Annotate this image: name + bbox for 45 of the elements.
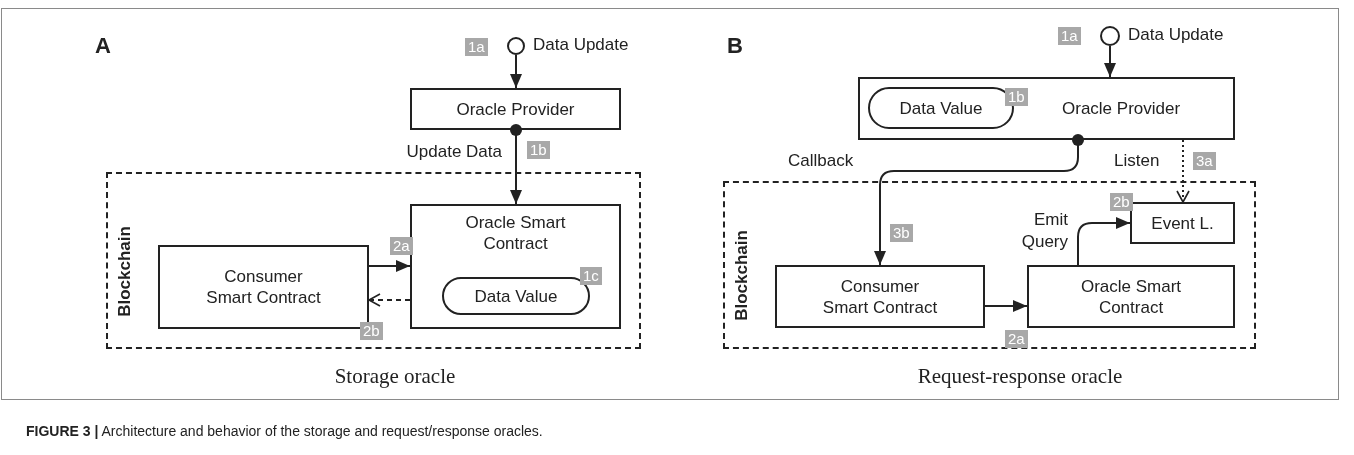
arrow [368,260,411,272]
dashed-arrow [368,293,411,307]
boundary-label: Blockchain [114,225,135,317]
node-label: Event L. [1150,212,1215,234]
arrow [510,54,522,89]
arrow [1077,217,1131,266]
process-box [775,265,985,328]
dashed-arrow [1176,139,1190,203]
process-box [1027,265,1235,328]
step-number: 2b [1110,193,1133,211]
process-box [1130,202,1235,244]
step-number: 2b [360,322,383,340]
figure-caption: FIGURE 3 | Architecture and behavior of the storage and request/response oracles. [26,423,543,439]
arrow [984,300,1028,312]
panel-letter: A [95,33,111,59]
panel-letter: B [727,33,743,59]
node-label: Consumer Smart Contract [821,275,939,318]
process-box [410,88,621,130]
node-label: Oracle Smart Contract [464,212,567,254]
step-number: 2a [390,237,413,255]
node-label: Consumer Smart Contract [205,266,322,308]
step-number: 3a [1193,152,1216,170]
start-circle [507,37,525,55]
process-box [858,77,1235,140]
step-number: 1b [527,141,550,159]
arrow [1104,45,1116,78]
arrow [874,134,1084,266]
step-number: 1a [1058,27,1081,45]
step-number: 1a [465,38,488,56]
node-label: Oracle Provider [1062,98,1181,119]
start-circle [1100,26,1120,46]
node-label: Oracle Provider [455,98,576,120]
node-caption: Data Update [1128,25,1224,45]
node-label: Data Value [473,285,559,307]
step-number: 1b [1005,88,1028,106]
arrow [510,124,522,205]
node-label: Oracle Smart Contract [1079,275,1183,318]
boundary-label: Blockchain [731,230,752,321]
panel-title: Storage oracle [334,364,456,389]
node-caption: Data Update [533,35,629,55]
panel-title: Request-response oracle [917,364,1123,389]
step-number: 2a [1005,330,1028,348]
step-number: 1c [580,267,602,285]
node-label: Data Value [898,97,984,119]
step-number: 3b [890,224,913,242]
